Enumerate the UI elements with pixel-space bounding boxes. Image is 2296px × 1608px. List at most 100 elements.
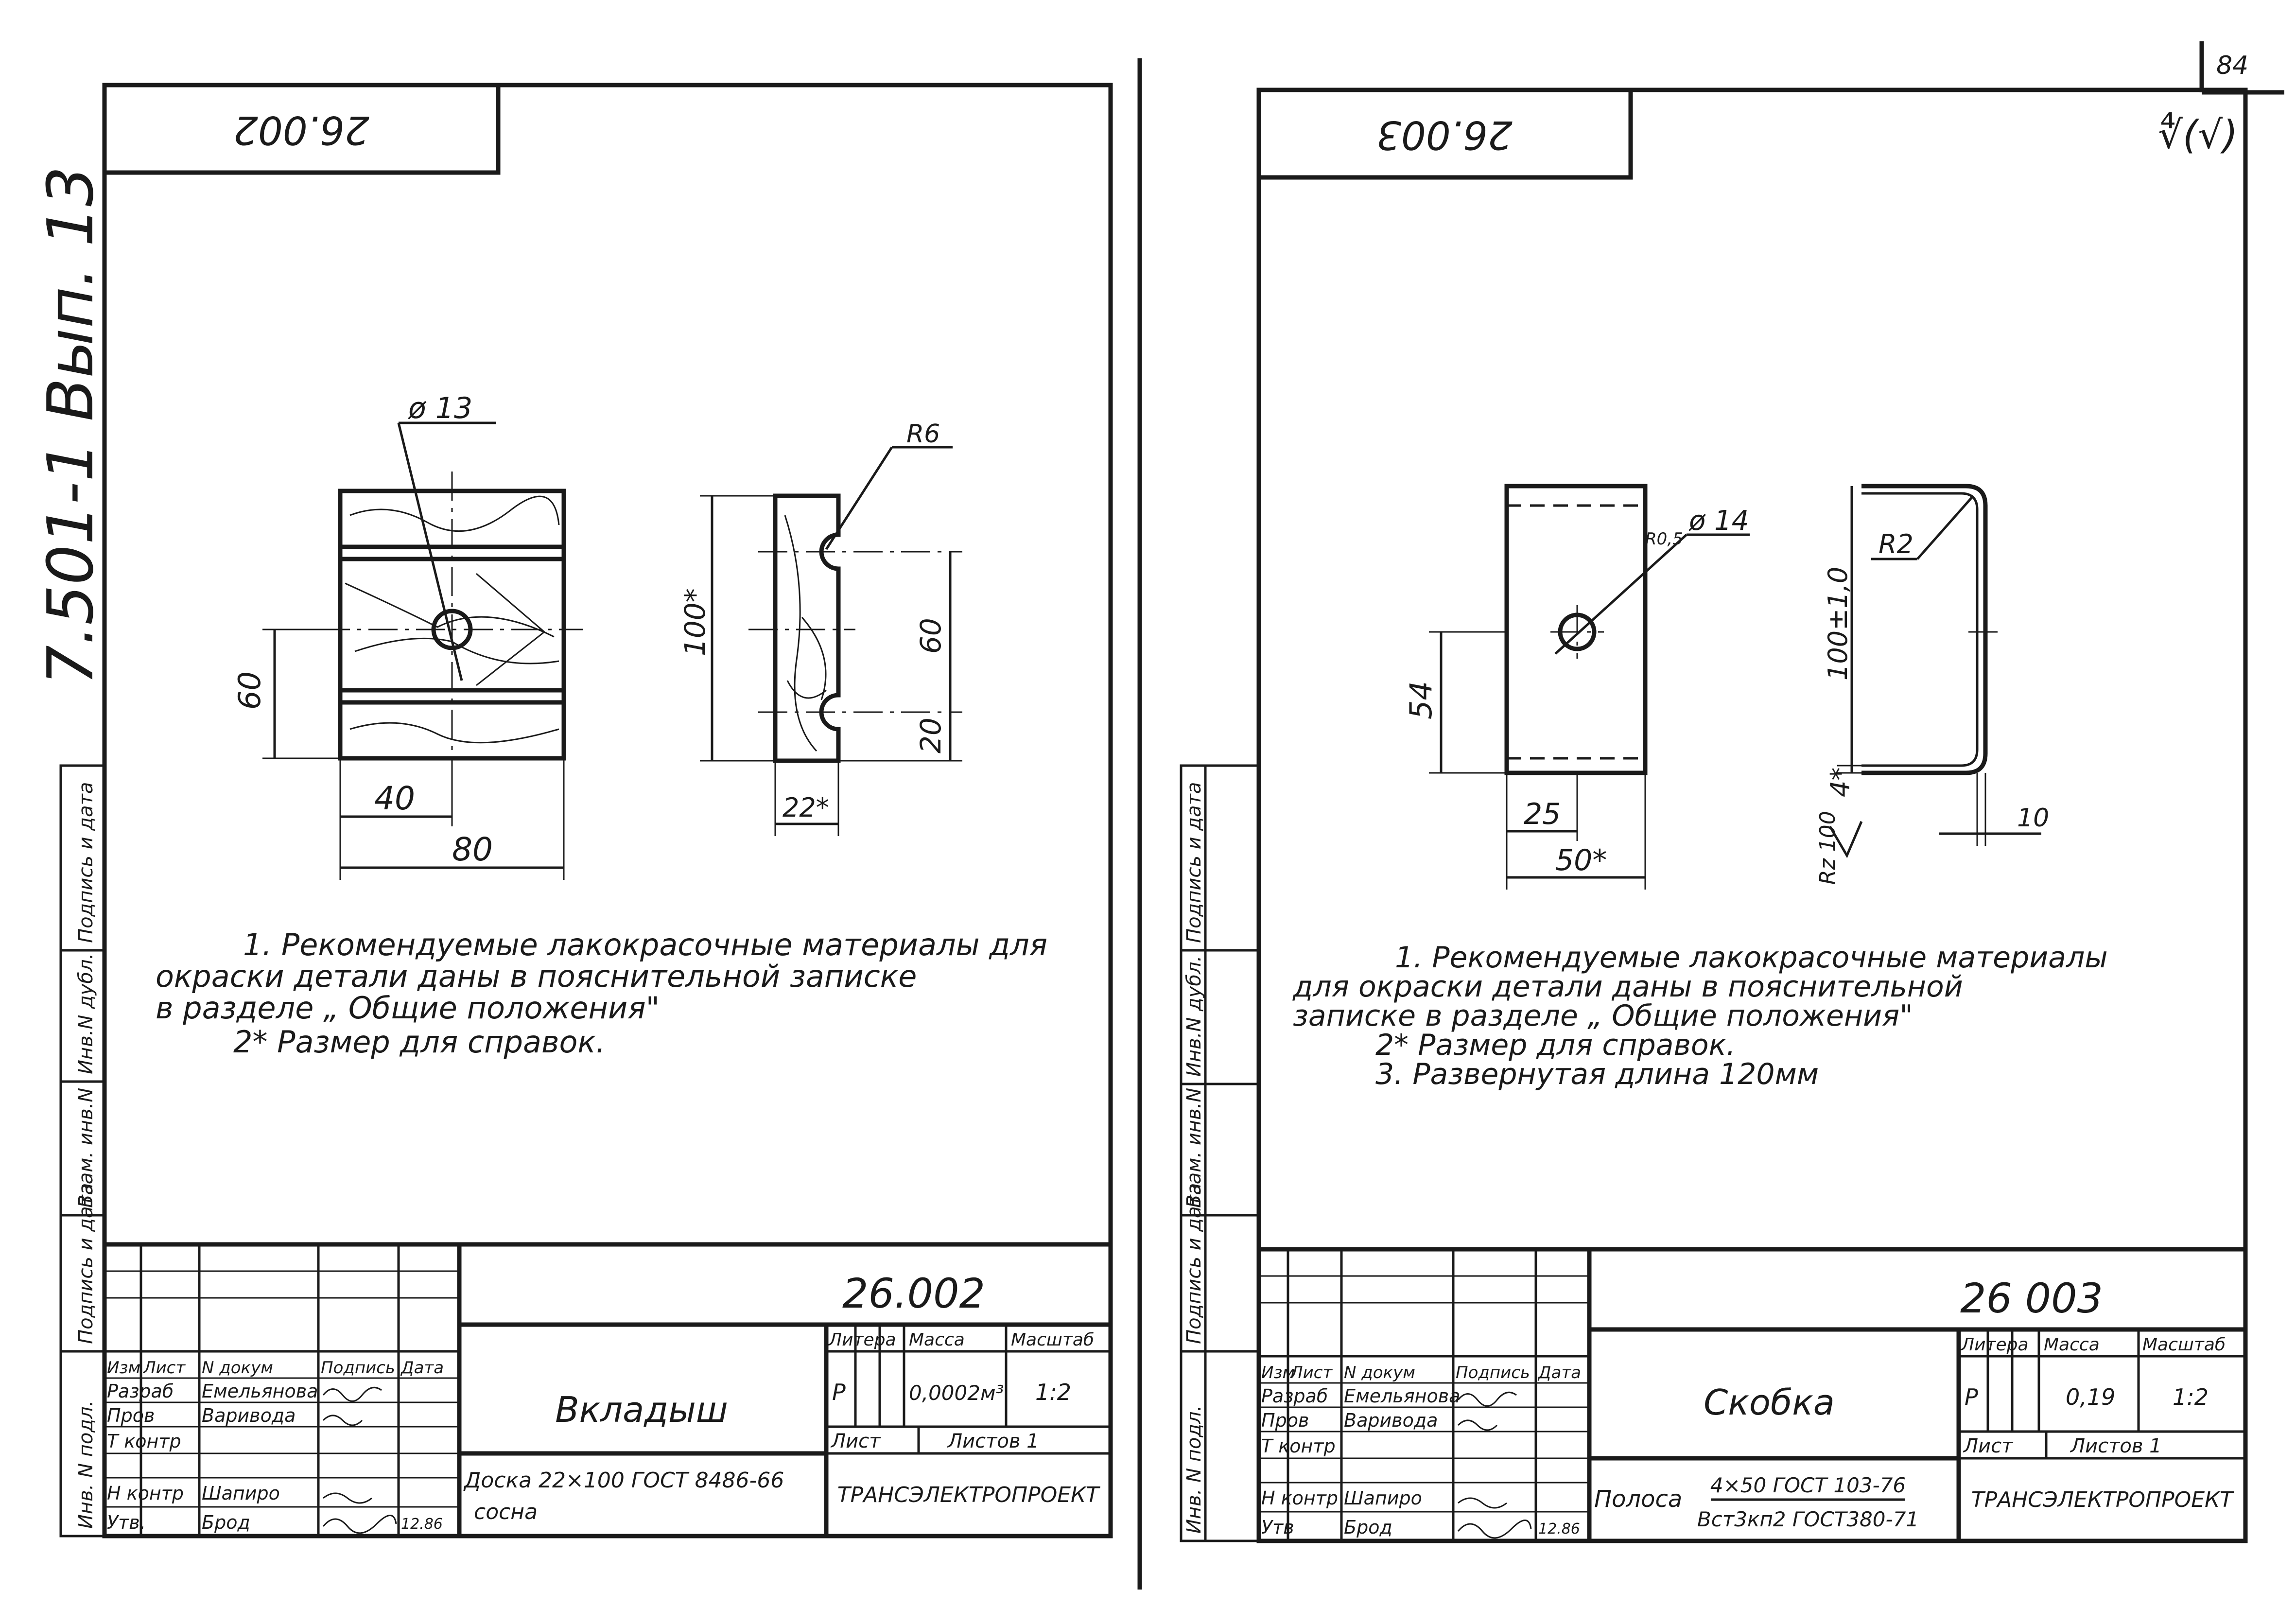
dim-radius: R2 bbox=[1879, 529, 1913, 559]
person-name: Емельянова bbox=[202, 1381, 318, 1402]
dim-4: 4* bbox=[1825, 768, 1856, 797]
litera-value: Р bbox=[832, 1379, 846, 1405]
sheet-right: 26.003 ∜(√) Подпись и дата Инв.N дубл. В… bbox=[1180, 87, 2248, 1543]
person-name: Брод bbox=[1344, 1517, 1392, 1538]
role-label: Н контр bbox=[1261, 1487, 1338, 1509]
mass-label: Масса bbox=[2044, 1335, 2100, 1355]
role-label: Разраб bbox=[107, 1381, 174, 1402]
strip-label: Подпись и дата bbox=[75, 782, 97, 943]
sheet-number: 84 bbox=[2216, 51, 2248, 80]
strip-label: Подпись и дата bbox=[75, 1183, 97, 1344]
role-label: Т контр bbox=[1261, 1435, 1336, 1457]
role-label: Пров bbox=[1261, 1410, 1309, 1431]
drawing-number: 26.002 bbox=[842, 1270, 985, 1317]
note-line: для окраски детали даны в пояснительной bbox=[1292, 970, 1963, 1004]
dim-60-left: 60 bbox=[232, 671, 267, 710]
organization: ТРАНСЭЛЕКТРОПРОЕКТ bbox=[837, 1483, 1101, 1507]
col-header: Дата bbox=[400, 1358, 444, 1378]
approval-date: 12.86 bbox=[1538, 1521, 1580, 1538]
strip-label: Подпись и дата bbox=[1183, 782, 1205, 943]
col-header: Дата bbox=[1537, 1363, 1581, 1382]
mass-label: Масса bbox=[909, 1330, 965, 1350]
person-name: Шапиро bbox=[1344, 1487, 1422, 1509]
organization: ТРАНСЭЛЕКТРОПРОЕКТ bbox=[1971, 1487, 2235, 1512]
strip-label: Инв.N дубл. bbox=[75, 953, 97, 1074]
insert-front-view: ø 13 60 40 80 bbox=[232, 391, 583, 880]
strip-label: Инв.N дубл. bbox=[1183, 956, 1205, 1077]
dim-20: 20 bbox=[914, 717, 947, 753]
person-name: Варивода bbox=[202, 1405, 296, 1426]
role-label: Пров bbox=[107, 1405, 155, 1426]
dim-100: 100* bbox=[678, 588, 712, 656]
bracket-front-view: ø 14 R0,5 54 25 50* bbox=[1403, 484, 1750, 890]
dim-100: 100±1,0 bbox=[1823, 567, 1853, 681]
col-header: Изм bbox=[107, 1358, 140, 1378]
litera-label: Литера bbox=[828, 1330, 896, 1350]
dim-diameter: ø 13 bbox=[408, 391, 472, 425]
sheet-label: Лист bbox=[1963, 1435, 2014, 1457]
col-header: Подпись bbox=[321, 1358, 395, 1378]
dim-25: 25 bbox=[1524, 797, 1561, 831]
dim-40: 40 bbox=[374, 780, 415, 817]
strip-label: Взам. инв.N bbox=[75, 1088, 97, 1208]
top-stamp-box bbox=[1256, 87, 1633, 180]
col-header: Изм bbox=[1261, 1363, 1295, 1382]
note-line: 3. Развернутая длина 120мм bbox=[1375, 1057, 1819, 1091]
col-header: N докум bbox=[202, 1358, 273, 1378]
material-line: Доска 22×100 ГОСТ 8486-66 bbox=[463, 1468, 784, 1493]
insert-side-view: R6 100* 60 20 22* bbox=[678, 419, 962, 836]
col-header: Лист bbox=[1289, 1363, 1333, 1382]
note-line: 1. Рекомендуемые лакокрасочные материалы bbox=[1395, 941, 2108, 975]
part-name: Вкладыш bbox=[555, 1389, 728, 1430]
strip-label: Подпись и дата bbox=[1183, 1183, 1205, 1344]
part-name: Скобка bbox=[1704, 1382, 1835, 1423]
sheet-frame bbox=[102, 83, 1113, 1538]
scale-value: 1:2 bbox=[1035, 1379, 1071, 1405]
role-label: Н контр bbox=[107, 1483, 184, 1504]
mass-value: 0,0002м³ bbox=[909, 1381, 1004, 1405]
bracket-side-view: R2 100±1,0 4* Rz 100 10 bbox=[1815, 484, 2049, 885]
dim-54: 54 bbox=[1403, 681, 1439, 719]
litera-label: Литера bbox=[1960, 1335, 2029, 1355]
scale-value: 1:2 bbox=[2173, 1384, 2209, 1410]
material-line: Полоса bbox=[1594, 1486, 1682, 1513]
material-fraction-bottom: Вст3кп2 ГОСТ380-71 bbox=[1697, 1507, 1919, 1531]
col-header: Лист bbox=[142, 1358, 186, 1378]
material-line: сосна bbox=[474, 1500, 538, 1524]
strip-label: Инв. N подл. bbox=[75, 1400, 97, 1529]
roughness-mark: Rz 100 bbox=[1815, 811, 1840, 885]
strip-label: Инв. N подл. bbox=[1183, 1405, 1205, 1534]
note-line: записке в разделе „ Общие положения" bbox=[1293, 999, 1913, 1033]
note-line: 1. Рекомендуемые лакокрасочные материалы… bbox=[243, 927, 1047, 962]
dim-radius: R6 bbox=[906, 419, 940, 449]
note-line: 2* Размер для справок. bbox=[233, 1024, 606, 1060]
dim-10: 10 bbox=[2017, 804, 2049, 833]
person-name: Шапиро bbox=[202, 1483, 280, 1504]
notes-right: 1. Рекомендуемые лакокрасочные материалы… bbox=[1292, 941, 2108, 1091]
dim-22: 22* bbox=[783, 792, 829, 823]
top-stamp-box bbox=[102, 83, 501, 175]
note-line: окраски детали даны в пояснительной запи… bbox=[156, 959, 917, 994]
notes-left: 1. Рекомендуемые лакокрасочные материалы… bbox=[156, 927, 1047, 1060]
sheets-count: Листов 1 bbox=[2070, 1435, 2162, 1457]
role-label: Т контр bbox=[107, 1431, 181, 1452]
scale-label: Масштаб bbox=[2142, 1335, 2226, 1355]
person-name: Емельянова bbox=[1344, 1385, 1460, 1407]
dim-60-right: 60 bbox=[914, 618, 947, 654]
dim-50: 50* bbox=[1555, 843, 1607, 877]
dim-small-radius: R0,5 bbox=[1645, 529, 1683, 549]
col-header: Подпись bbox=[1456, 1363, 1530, 1382]
side-strip: Подпись и дата Инв.N дубл. Взам. инв.N П… bbox=[1180, 764, 1260, 1542]
dim-80: 80 bbox=[452, 831, 493, 868]
mass-value: 0,19 bbox=[2066, 1384, 2115, 1410]
title-block: Изм Лист N докум Подпись Дата Разраб Еме… bbox=[104, 1242, 1111, 1536]
note-line: 2* Размер для справок. bbox=[1375, 1028, 1736, 1062]
side-strip: Подпись и дата Инв.N дубл. Взам. инв.N П… bbox=[59, 764, 106, 1538]
sheet-number-box: 84 bbox=[2199, 41, 2284, 95]
role-label: Утв. bbox=[107, 1512, 146, 1533]
role-label: Утв bbox=[1261, 1517, 1294, 1538]
litera-value: Р bbox=[1965, 1384, 1978, 1410]
material-fraction-top: 4×50 ГОСТ 103-76 bbox=[1710, 1473, 1906, 1497]
sheets-count: Листов 1 bbox=[947, 1430, 1039, 1452]
sheet-left: 26.002 Подпись и дата Инв.N дубл. Взам. … bbox=[59, 83, 1113, 1538]
